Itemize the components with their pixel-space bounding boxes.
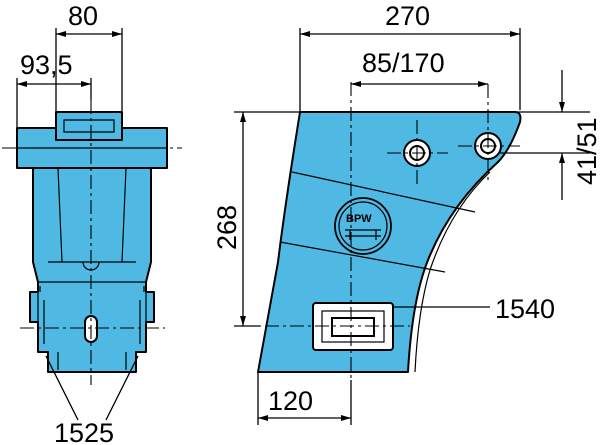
dim-80-label: 80 <box>68 1 98 31</box>
dimension-93-5: 93,5 <box>16 50 92 128</box>
bpw-logo-icon: BPW <box>334 197 392 255</box>
plate-side-view: BPW <box>240 82 522 380</box>
bracket-top-notch <box>55 111 123 141</box>
bracket-front-view <box>2 100 182 385</box>
dim-120-label: 120 <box>268 386 313 416</box>
logo-text: BPW <box>346 213 372 225</box>
dim-270-label: 270 <box>385 1 430 31</box>
part-1525-callout: 1525 <box>45 355 139 445</box>
dim-85-170-label: 85/170 <box>362 48 445 78</box>
dimension-270: 270 <box>299 1 521 112</box>
dimension-80: 80 <box>55 1 123 112</box>
part-1540-label: 1540 <box>495 294 555 324</box>
dimension-41-51: 41/51 <box>500 70 600 200</box>
dim-93-5-label: 93,5 <box>20 50 73 80</box>
part-1540-callout: 1540 <box>393 294 555 324</box>
dimension-120: 120 <box>257 372 352 425</box>
dimension-85-170: 85/170 <box>351 48 488 87</box>
dim-41-51-label: 41/51 <box>572 117 600 185</box>
dimension-268: 268 <box>212 111 300 327</box>
dim-268-label: 268 <box>212 205 242 250</box>
part-1525-label: 1525 <box>54 418 114 445</box>
